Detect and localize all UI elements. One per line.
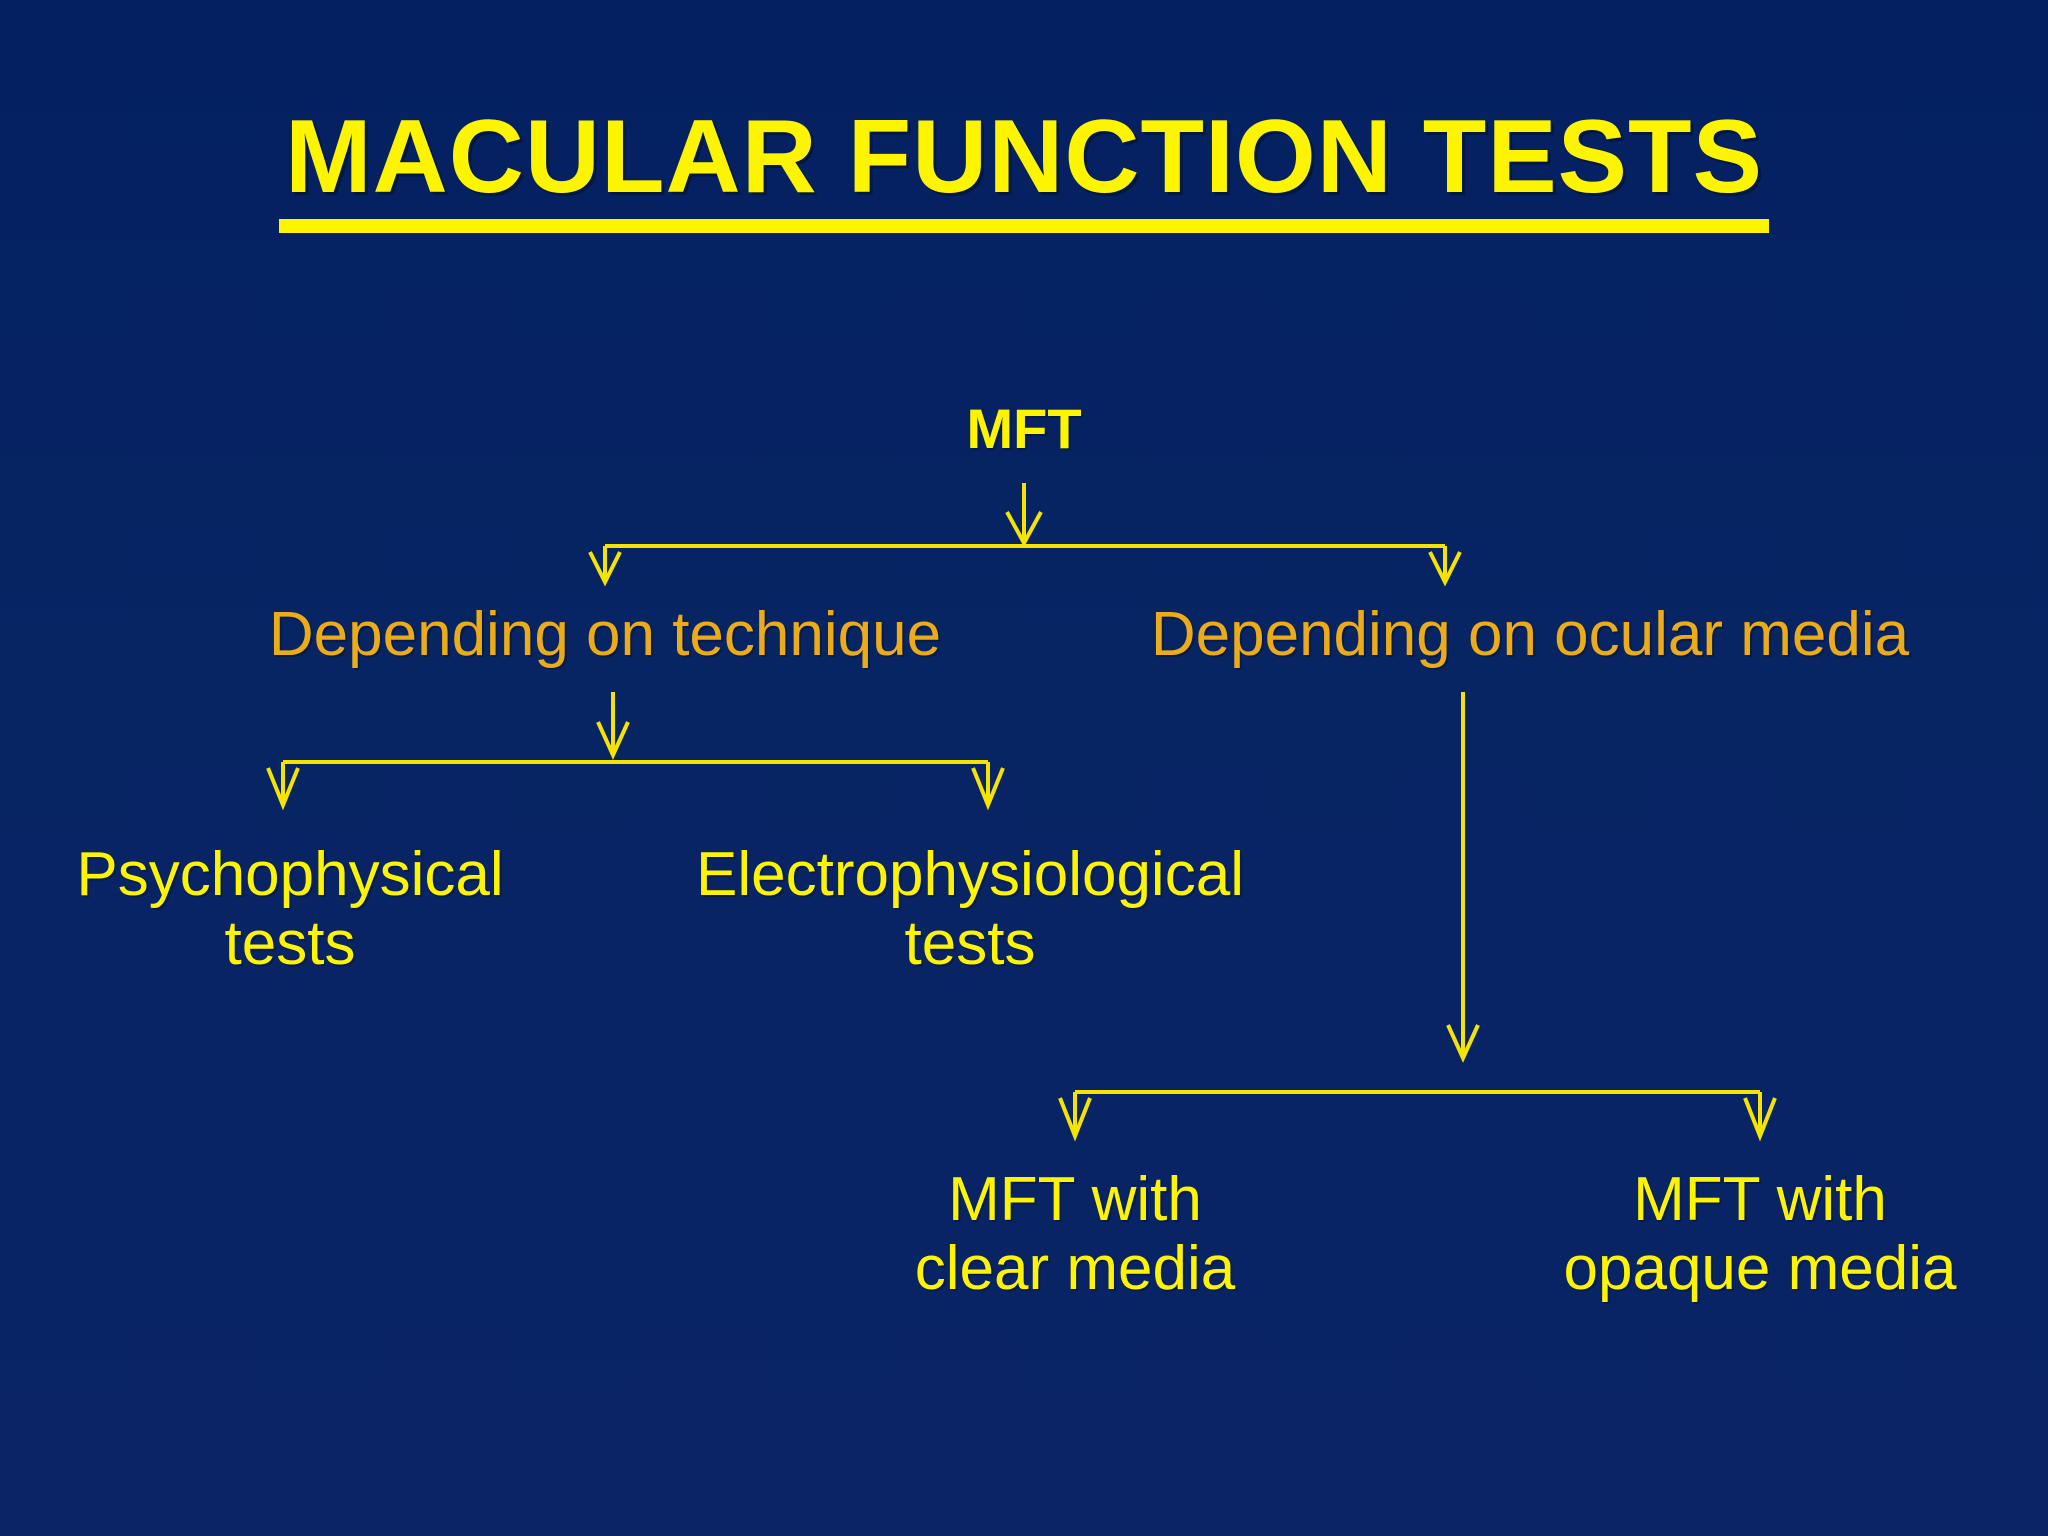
node-psychophysical-tests: Psychophysical tests [76,840,504,979]
connector-split-to-media [1428,546,1462,587]
node-mft-with-clear-media: MFT with clear media [914,1165,1236,1304]
connector-split-to-opaque-media [1743,1092,1777,1142]
page-title: MACULAR FUNCTION TESTS [0,105,2048,233]
node-mft: MFT [966,397,1082,460]
connector-split-to-clear-media [1058,1092,1092,1142]
node-mft-with-opaque-media: MFT with opaque media [1563,1165,1957,1304]
node-electrophysiological-tests: Electrophysiological tests [696,840,1244,979]
node-depending-on-technique: Depending on technique [268,600,942,669]
connector-mft-to-split [1005,483,1043,548]
node-depending-on-ocular-media: Depending on ocular media [1150,600,1910,669]
connector-technique-to-split [596,692,630,760]
page-title-text: MACULAR FUNCTION TESTS [279,105,1769,233]
connector-split-to-psychophysical [266,762,300,811]
connector-split-to-electrophysiological [971,762,1005,811]
connector-media-to-split [1446,692,1480,1063]
connector-split-to-technique [588,546,622,587]
